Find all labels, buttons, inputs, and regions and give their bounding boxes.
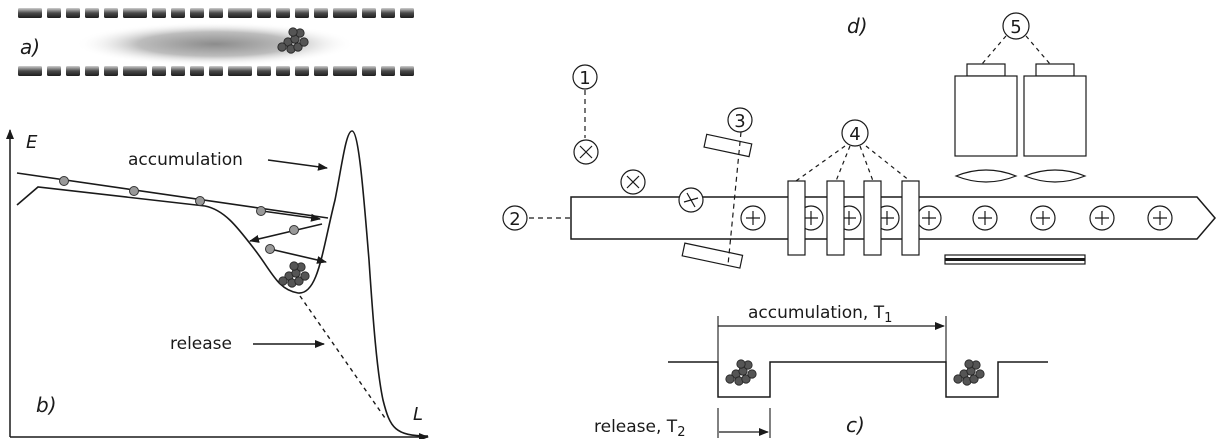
panel-c: accumulation, T1 release, T2 c) [594, 303, 1048, 439]
accumulation-pointer [267, 159, 328, 171]
panel-d-label: d) [847, 14, 868, 38]
accumulation-period-label: accumulation, T1 [748, 303, 892, 326]
panel-c-label: c) [846, 413, 865, 437]
camera-right [1023, 63, 1087, 183]
particle-beads [59, 176, 299, 254]
axis-x-label: L [413, 404, 423, 425]
panel-d: d) 2 1 3 4 [502, 12, 1216, 269]
release-annotation: release [170, 334, 232, 354]
panel-b: E L accumulation release b) [5, 129, 429, 439]
callout-3 [727, 107, 753, 133]
particles-entering [573, 139, 704, 213]
arrow-approach [261, 210, 321, 222]
svg-text:5: 5 [1010, 17, 1021, 38]
callout-4 [841, 119, 869, 147]
callout-1 [572, 64, 598, 90]
potential-profile [668, 361, 1048, 398]
arrow-inner [269, 248, 327, 264]
conveyor-channel [570, 196, 1216, 240]
cluster-well-2 [953, 359, 985, 386]
trapped-cluster [278, 261, 310, 288]
release-period-label: release, T2 [594, 417, 685, 439]
svg-text:1: 1 [579, 68, 590, 89]
svg-text:2: 2 [509, 209, 520, 230]
axis-y-label: E [26, 132, 38, 153]
electrode-row-bottom [18, 66, 414, 76]
accumulation-annotation: accumulation [128, 150, 243, 170]
callout-5 [1002, 12, 1030, 40]
electrode-row-top [18, 8, 414, 18]
potential-curve [16, 130, 429, 437]
upper-plate [703, 133, 753, 158]
camera-left [954, 63, 1018, 183]
panel-a-label: a) [20, 35, 40, 59]
lower-plate [681, 242, 744, 269]
svg-text:3: 3 [734, 111, 745, 132]
cluster-well-1 [725, 359, 757, 386]
panel-b-label: b) [36, 393, 57, 417]
svg-text:4: 4 [849, 124, 860, 145]
release-path [299, 295, 386, 419]
callout-2 [502, 205, 528, 231]
charged-particles [740, 205, 1173, 231]
panel-a: a) [18, 8, 418, 76]
arrow-reflect [249, 223, 323, 243]
